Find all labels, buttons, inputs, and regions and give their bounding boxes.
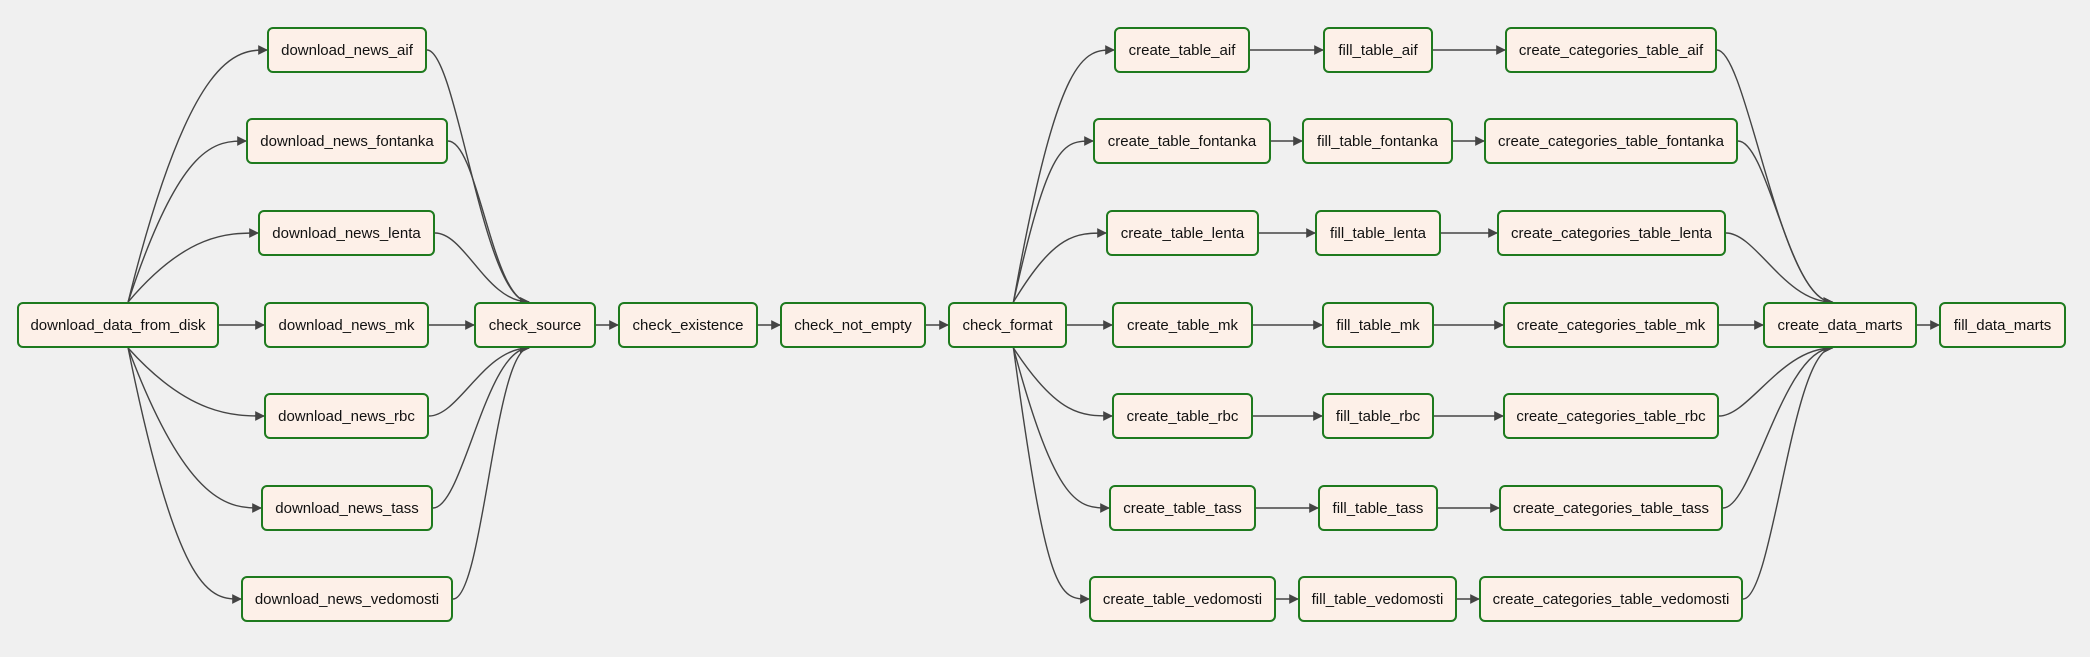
task-create-categories-table-rbc[interactable]: create_categories_table_rbc [1503, 393, 1719, 439]
task-create-table-mk[interactable]: create_table_mk [1112, 302, 1253, 348]
edge-download_data_from_disk-to-download_news_lenta [127, 228, 259, 303]
task-create-categories-table-lenta[interactable]: create_categories_table_lenta [1497, 210, 1726, 256]
task-create-table-tass[interactable]: create_table_tass [1109, 485, 1256, 531]
task-download-news-lenta[interactable]: download_news_lenta [258, 210, 435, 256]
task-download-news-fontanka[interactable]: download_news_fontanka [246, 118, 448, 164]
edge-check_format-to-create_table_tass [1012, 347, 1110, 513]
task-create-categories-table-mk[interactable]: create_categories_table_mk [1503, 302, 1719, 348]
task-create-data-marts[interactable]: create_data_marts [1763, 302, 1917, 348]
edge-check_format-to-create_table_aif [1012, 45, 1115, 303]
task-create-categories-table-aif[interactable]: create_categories_table_aif [1505, 27, 1717, 73]
edge-download_data_from_disk-to-download_news_fontanka [127, 136, 247, 303]
task-download-news-vedomosti[interactable]: download_news_vedomosti [241, 576, 453, 622]
edge-create_categories_table_lenta-to-create_data_marts [1725, 232, 1834, 307]
task-download-news-tass[interactable]: download_news_tass [261, 485, 433, 531]
edge-create_categories_table_aif-to-create_data_marts [1716, 49, 1834, 307]
task-fill-table-rbc[interactable]: fill_table_rbc [1322, 393, 1434, 439]
task-create-table-vedomosti[interactable]: create_table_vedomosti [1089, 576, 1276, 622]
task-check-not-empty[interactable]: check_not_empty [780, 302, 926, 348]
task-fill-table-mk[interactable]: fill_table_mk [1322, 302, 1434, 348]
edge-check_format-to-create_table_fontanka [1012, 136, 1094, 303]
task-create-categories-table-tass[interactable]: create_categories_table_tass [1499, 485, 1723, 531]
task-create-table-fontanka[interactable]: create_table_fontanka [1093, 118, 1271, 164]
task-fill-table-fontanka[interactable]: fill_table_fontanka [1302, 118, 1453, 164]
task-check-source[interactable]: check_source [474, 302, 596, 348]
edge-download_news_aif-to-check_source [426, 49, 530, 307]
edge-create_categories_table_rbc-to-create_data_marts [1718, 343, 1834, 417]
edge-check_format-to-create_table_rbc [1012, 347, 1113, 421]
edge-download_news_tass-to-check_source [432, 343, 530, 509]
edge-download_data_from_disk-to-download_news_aif [127, 45, 268, 303]
task-download-data-from-disk[interactable]: download_data_from_disk [17, 302, 219, 348]
edge-check_format-to-create_table_vedomosti [1012, 347, 1090, 604]
edge-download_data_from_disk-to-download_news_tass [127, 347, 262, 513]
task-fill-table-aif[interactable]: fill_table_aif [1323, 27, 1433, 73]
task-create-categories-table-fontanka[interactable]: create_categories_table_fontanka [1484, 118, 1738, 164]
task-download-news-aif[interactable]: download_news_aif [267, 27, 427, 73]
task-fill-table-lenta[interactable]: fill_table_lenta [1315, 210, 1441, 256]
edge-download_news_rbc-to-check_source [428, 343, 530, 417]
task-download-news-rbc[interactable]: download_news_rbc [264, 393, 429, 439]
task-create-categories-table-vedomosti[interactable]: create_categories_table_vedomosti [1479, 576, 1743, 622]
task-check-existence[interactable]: check_existence [618, 302, 758, 348]
edge-create_categories_table_vedomosti-to-create_data_marts [1742, 343, 1834, 600]
edge-download_data_from_disk-to-download_news_vedomosti [127, 347, 242, 604]
edge-download_news_vedomosti-to-check_source [452, 343, 530, 600]
task-download-news-mk[interactable]: download_news_mk [264, 302, 429, 348]
task-create-table-aif[interactable]: create_table_aif [1114, 27, 1250, 73]
edge-download_news_lenta-to-check_source [434, 232, 530, 307]
edge-download_news_fontanka-to-check_source [447, 140, 530, 307]
task-fill-table-vedomosti[interactable]: fill_table_vedomosti [1298, 576, 1457, 622]
edge-create_categories_table_tass-to-create_data_marts [1722, 343, 1834, 509]
edge-create_categories_table_fontanka-to-create_data_marts [1737, 140, 1834, 307]
edge-download_data_from_disk-to-download_news_rbc [127, 347, 265, 421]
task-fill-table-tass[interactable]: fill_table_tass [1318, 485, 1438, 531]
task-check-format[interactable]: check_format [948, 302, 1067, 348]
task-create-table-rbc[interactable]: create_table_rbc [1112, 393, 1253, 439]
task-fill-data-marts[interactable]: fill_data_marts [1939, 302, 2066, 348]
task-create-table-lenta[interactable]: create_table_lenta [1106, 210, 1259, 256]
edge-check_format-to-create_table_lenta [1012, 228, 1107, 303]
